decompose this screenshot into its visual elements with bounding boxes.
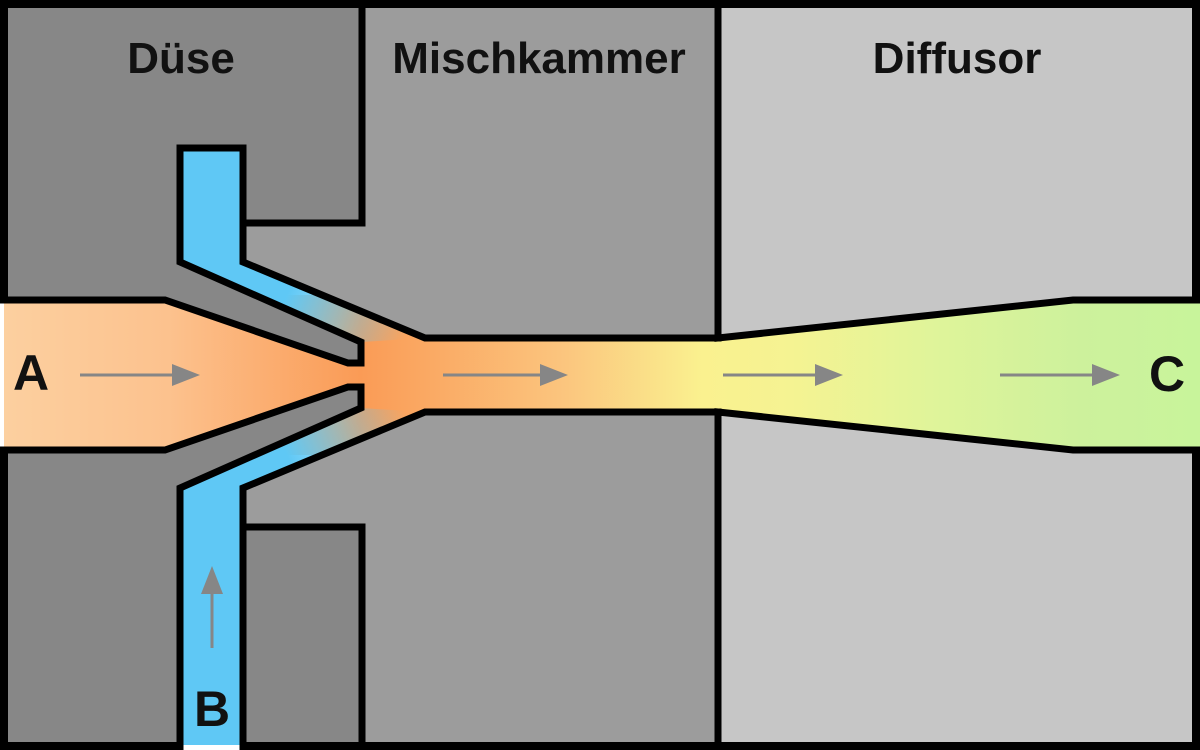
inlet-a-arrow [80,364,200,386]
diffusor-arrow-right [1000,364,1120,386]
section-label-duese: Düse [127,34,235,83]
port-label-b: B [194,681,230,737]
section-label-mischkammer: Mischkammer [392,34,685,83]
port-label-c: C [1149,346,1185,402]
inlet-b-arrow [201,566,223,648]
nozzle-inner-block-lower [239,523,366,750]
mixing-chamber-block-lower [239,408,722,750]
diffusor-arrow-left [723,364,843,386]
nozzle-block-lower [0,383,365,750]
port-label-a: A [13,345,49,401]
diffusor-block-lower [714,408,1200,750]
flow-arrows [80,364,1120,648]
section-label-diffusor: Diffusor [873,34,1042,83]
mixing-chamber-arrow [443,364,568,386]
diffusor-block-upper [714,0,1200,342]
